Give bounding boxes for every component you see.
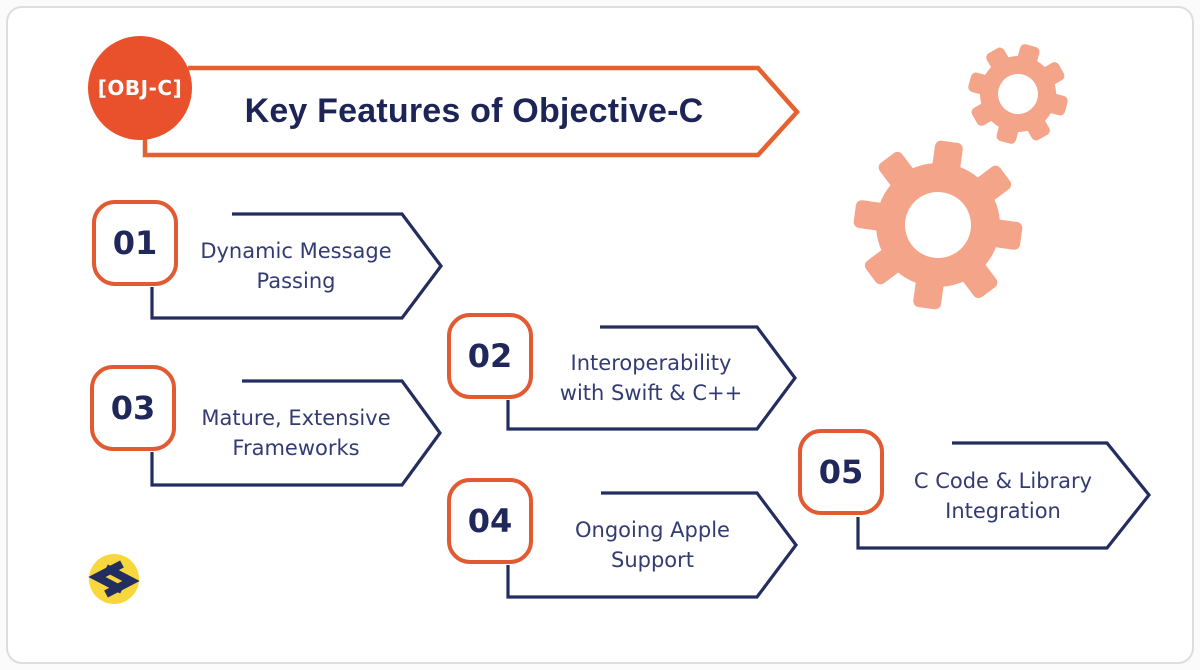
item3-label-line1: Mature, Extensive bbox=[201, 406, 391, 430]
item3-banner-outline bbox=[150, 379, 442, 487]
gear-icon-small bbox=[968, 44, 1068, 144]
item5-number-badge: 05 bbox=[798, 429, 884, 515]
item4-label-line1: Ongoing Apple bbox=[575, 518, 730, 542]
page-title: Key Features of Objective-C bbox=[244, 92, 704, 130]
item2-label-line1: Interoperability bbox=[570, 351, 732, 375]
item1-banner-outline bbox=[150, 212, 443, 320]
item4-number-badge: 04 bbox=[447, 478, 533, 564]
item2-banner-outline bbox=[506, 325, 797, 431]
title-banner-outline bbox=[142, 65, 801, 158]
code-brackets-icon bbox=[88, 554, 140, 604]
item5-number: 05 bbox=[818, 453, 864, 491]
item4-label-line2: Support bbox=[610, 548, 694, 572]
item4-number: 04 bbox=[467, 502, 513, 540]
item5-label: C Code & Library Integration bbox=[903, 466, 1103, 526]
item1-number: 01 bbox=[112, 224, 158, 262]
item5-banner-outline bbox=[856, 441, 1152, 550]
item5-label-line1: C Code & Library bbox=[913, 469, 1093, 493]
item2-number-badge: 02 bbox=[447, 313, 533, 399]
item1-number-badge: 01 bbox=[92, 200, 178, 286]
objc-logo-label: [OBJ-C] bbox=[97, 76, 183, 100]
item1-label: Dynamic Message Passing bbox=[186, 236, 406, 296]
item3-number: 03 bbox=[110, 389, 156, 427]
item3-label: Mature, Extensive Frameworks bbox=[186, 403, 406, 463]
item2-number: 02 bbox=[467, 337, 513, 375]
item1-label-line1: Dynamic Message bbox=[200, 239, 392, 263]
item1-label-line2: Passing bbox=[256, 269, 336, 293]
item3-number-badge: 03 bbox=[90, 365, 176, 451]
item5-label-line2: Integration bbox=[945, 499, 1061, 523]
item4-banner-outline bbox=[506, 491, 798, 599]
item2-label-line2: with Swift & C++ bbox=[559, 381, 743, 405]
item2-label: Interoperability with Swift & C++ bbox=[556, 348, 746, 408]
gear-icon-large bbox=[853, 140, 1023, 310]
item3-label-line2: Frameworks bbox=[232, 436, 360, 460]
objc-logo-badge: [OBJ-C] bbox=[88, 36, 192, 140]
item4-label: Ongoing Apple Support bbox=[560, 515, 745, 575]
